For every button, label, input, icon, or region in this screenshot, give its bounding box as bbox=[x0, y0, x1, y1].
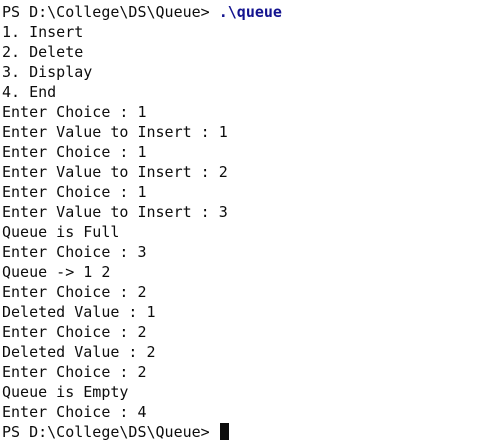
output-line: Enter Choice : 2 bbox=[2, 283, 147, 301]
output-line: Enter Choice : 3 bbox=[2, 243, 147, 261]
output-line: Deleted Value : 1 bbox=[2, 303, 156, 321]
output-line: Enter Choice : 1 bbox=[2, 103, 147, 121]
output-line: Enter Choice : 2 bbox=[2, 363, 147, 381]
output-line: Enter Choice : 1 bbox=[2, 183, 147, 201]
command-text: .\queue bbox=[218, 3, 282, 21]
output-line: Deleted Value : 2 bbox=[2, 343, 156, 361]
output-line: Queue -> 1 2 bbox=[2, 263, 111, 281]
output-line: 4. End bbox=[2, 83, 57, 101]
output-line: Enter Choice : 1 bbox=[2, 143, 147, 161]
output-line: Enter Choice : 4 bbox=[2, 403, 147, 421]
final-prompt-text: PS D:\College\DS\Queue> bbox=[2, 423, 219, 441]
output-line: Enter Value to Insert : 3 bbox=[2, 203, 228, 221]
output-line: Enter Value to Insert : 1 bbox=[2, 123, 228, 141]
output-line: Queue is Full bbox=[2, 223, 120, 241]
output-line: Enter Value to Insert : 2 bbox=[2, 163, 228, 181]
command-line: PS D:\College\DS\Queue> .\queue bbox=[2, 2, 499, 22]
text-cursor bbox=[219, 423, 229, 440]
prompt-text: PS D:\College\DS\Queue> bbox=[2, 3, 219, 21]
output-line: Enter Choice : 2 bbox=[2, 323, 147, 341]
output-line: 3. Display bbox=[2, 63, 93, 81]
final-prompt-line[interactable]: PS D:\College\DS\Queue> bbox=[2, 422, 499, 442]
output-line: Queue is Empty bbox=[2, 383, 129, 401]
output-line: 2. Delete bbox=[2, 43, 84, 61]
output-line: 1. Insert bbox=[2, 23, 84, 41]
